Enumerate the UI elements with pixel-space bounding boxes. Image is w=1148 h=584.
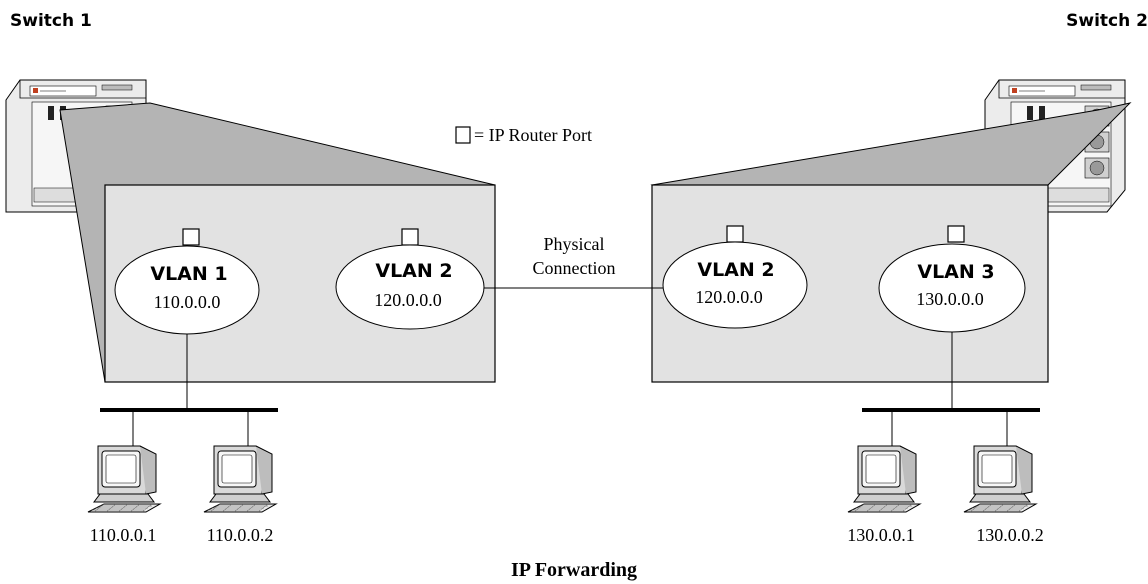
host-ip: 130.0.0.1 [847, 525, 915, 545]
vlan-name: VLAN 2 [375, 260, 452, 282]
connection-label-line1: Physical [544, 234, 605, 254]
host-ip: 130.0.0.2 [976, 525, 1044, 545]
switch-1-label: Switch 1 [10, 11, 92, 31]
vlan-name: VLAN 2 [697, 259, 774, 281]
vlan-node: VLAN 2 120.0.0.0 [335, 244, 485, 330]
switch-2-label: Switch 2 [1066, 11, 1148, 31]
workstation-icon [847, 445, 921, 513]
router-port-legend-icon [455, 126, 471, 144]
workstation-icon [203, 445, 277, 513]
legend-text: = IP Router Port [474, 125, 592, 145]
host-ip: 110.0.0.1 [90, 525, 157, 545]
workstation-icon [87, 445, 161, 513]
lan-segment-left [100, 334, 278, 446]
router-port-icon [947, 225, 965, 243]
lan-segment-right [862, 332, 1040, 446]
vlan-subnet: 120.0.0.0 [695, 287, 763, 307]
vlan-name: VLAN 3 [917, 261, 994, 283]
vlan-node: VLAN 1 110.0.0.0 [114, 245, 260, 335]
router-port-icon [401, 228, 419, 246]
legend: = IP Router Port [455, 125, 592, 145]
workstation-icon [963, 445, 1037, 513]
vlan-subnet: 130.0.0.0 [916, 289, 984, 309]
vlan-name: VLAN 1 [150, 263, 227, 285]
router-port-icon [182, 228, 200, 246]
vlan-node: VLAN 3 130.0.0.0 [878, 243, 1026, 333]
diagram-caption: IP Forwarding [511, 559, 637, 581]
connection-label-line2: Connection [533, 258, 616, 278]
vlan-subnet: 120.0.0.0 [374, 290, 442, 310]
host-ip: 110.0.0.2 [207, 525, 274, 545]
router-port-icon [726, 225, 744, 243]
vlan-subnet: 110.0.0.0 [154, 292, 221, 312]
vlan-node: VLAN 2 120.0.0.0 [662, 241, 808, 329]
